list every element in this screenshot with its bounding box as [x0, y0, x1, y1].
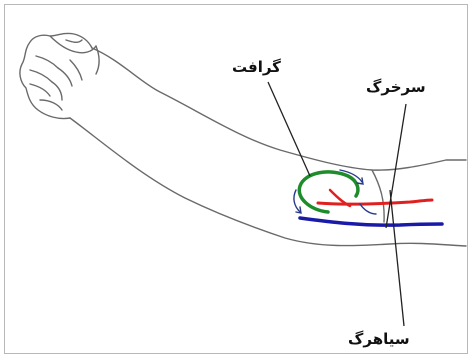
artery-label: سرخرگ: [366, 78, 426, 96]
artery-line: [318, 200, 432, 204]
graft-label: گرافت: [232, 58, 281, 76]
vein-line: [300, 218, 442, 225]
vein-label: سیاهرگ: [348, 330, 410, 348]
